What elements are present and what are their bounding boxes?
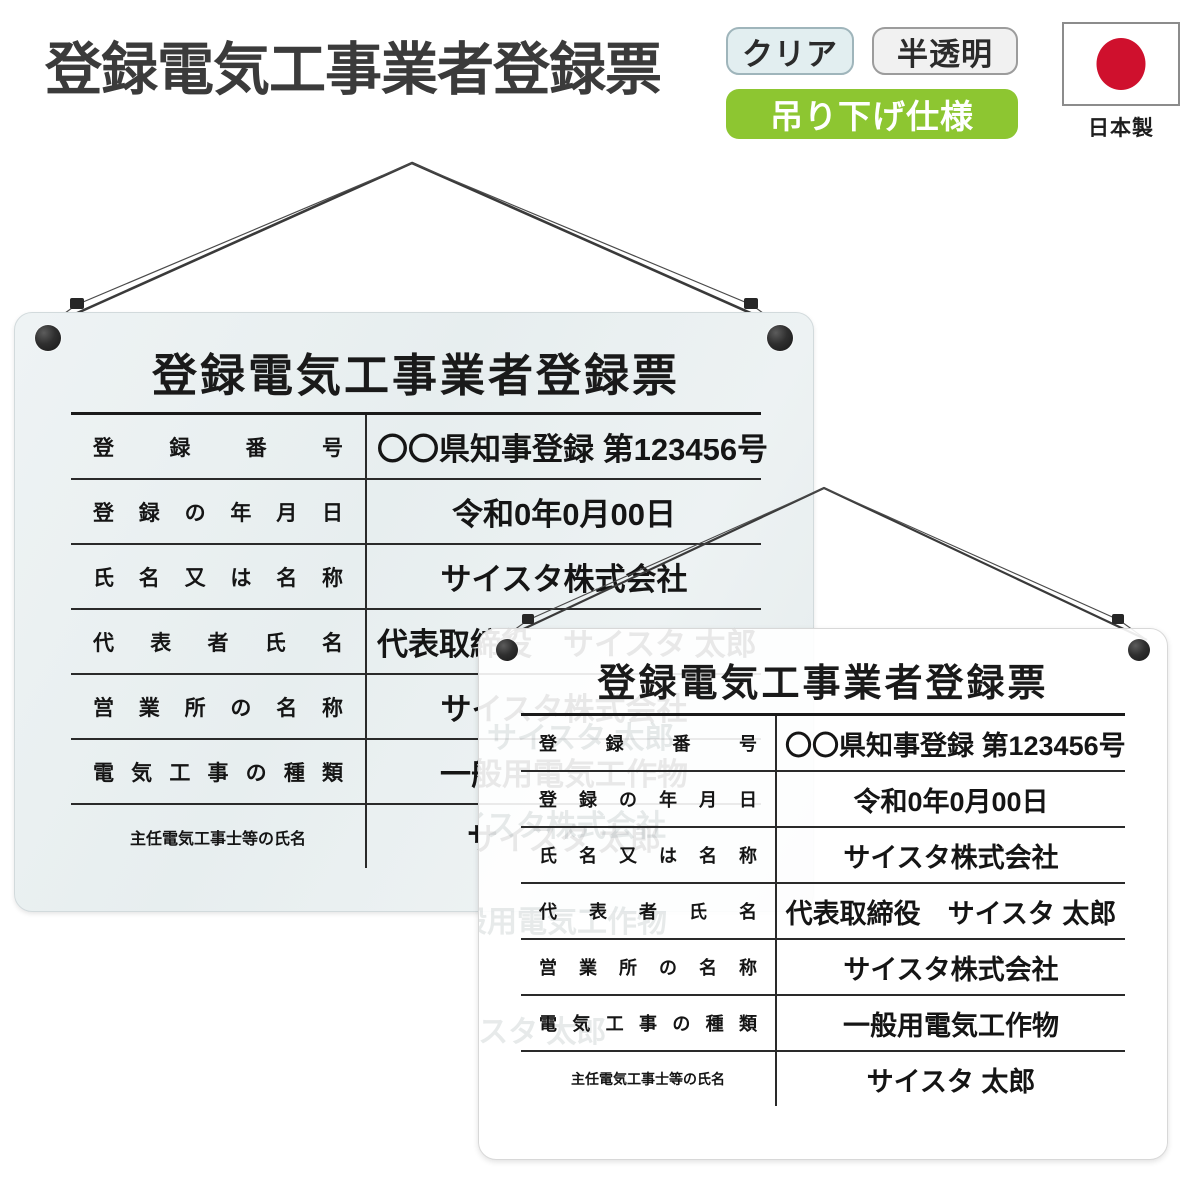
grommet-right-icon [767, 325, 793, 351]
made-in-japan-mark: 日本製 [1062, 22, 1180, 142]
row-value: 令和0年0月00日 [853, 786, 1049, 817]
grommet-right-icon [1128, 639, 1150, 661]
sign-table: 登録番号 〇〇県知事登録 第123456号 登録の年月日 令和0年0月00日 氏… [521, 713, 1126, 1106]
plate-translucent[interactable]: サイスタ 太郎 サイスタ株式会社 一般用電気工作物 サイスタ 太郎 登録電気工事… [478, 628, 1168, 1160]
row-label: 氏名又は名称 [521, 827, 777, 883]
table-row: 氏名又は名称 サイスタ株式会社 [521, 827, 1125, 883]
table-row: 代表者氏名 代表取締役 サイスタ 太郎 [521, 883, 1125, 939]
grommet-left-icon [496, 639, 518, 661]
table-row: 営業所の名称 サイスタ株式会社 [521, 939, 1125, 995]
row-label: 登録番号 [71, 413, 367, 479]
page-header: 登録電気工事業者登録票 クリア 半透明 吊り下げ仕様 日本製 [0, 0, 1200, 160]
grommet-left-icon [35, 325, 61, 351]
badge-clear: クリア [726, 27, 854, 75]
row-label: 代表者氏名 [521, 883, 777, 939]
row-label: 営業所の名称 [521, 939, 777, 995]
sign-title: 登録電気工事業者登録票 [151, 350, 680, 401]
badge-hanging-spec: 吊り下げ仕様 [726, 89, 1018, 139]
japan-flag-icon [1062, 22, 1180, 106]
row-value: サイスタ株式会社 [440, 562, 688, 597]
table-row: 主任電気工事士等の氏名 サイスタ 太郎 [521, 1051, 1125, 1106]
row-value: サイスタ株式会社 [843, 842, 1059, 873]
row-label: 主任電気工事士等の氏名 [71, 804, 367, 868]
sign-title: 登録電気工事業者登録票 [597, 663, 1049, 705]
made-in-japan-label: 日本製 [1088, 116, 1154, 140]
row-label: 代表者氏名 [71, 609, 367, 674]
row-label: 登録番号 [521, 714, 777, 771]
row-value: 令和0年0月00日 [452, 497, 676, 532]
badge-clear-label: クリア [742, 36, 838, 72]
row-label: 登録の年月日 [71, 479, 367, 544]
japan-flag-sun-icon [1096, 38, 1146, 90]
row-value: 代表取締役 サイスタ 太郎 [785, 898, 1117, 929]
table-row: 登録番号 〇〇県知事登録 第123456号 [521, 714, 1126, 771]
sign-content-front: 登録電気工事業者登録票 登録番号 〇〇県知事登録 第123456号 登録の年月日… [521, 663, 1126, 1106]
row-label: 登録の年月日 [521, 771, 777, 827]
table-row: 氏名又は名称 サイスタ株式会社 [71, 544, 761, 609]
row-value: 〇〇県知事登録 第123456号 [377, 432, 769, 467]
table-row: 登録の年月日 令和0年0月00日 [521, 771, 1125, 827]
table-row: 登録の年月日 令和0年0月00日 [71, 479, 761, 544]
badge-translucent: 半透明 [872, 27, 1018, 75]
row-value: サイスタ株式会社 [843, 954, 1059, 985]
badge-translucent-label: 半透明 [897, 36, 993, 72]
page-title: 登録電気工事業者登録票 [45, 39, 662, 102]
row-value: サイスタ 太郎 [866, 1066, 1036, 1097]
row-value: 一般用電気工作物 [843, 1010, 1059, 1041]
row-label: 電気工事の種類 [71, 739, 367, 804]
badge-hanging-spec-label: 吊り下げ仕様 [770, 98, 974, 135]
table-row: 電気工事の種類 一般用電気工作物 [521, 995, 1125, 1051]
table-row: 登録番号 〇〇県知事登録 第123456号 [71, 413, 769, 479]
row-label: 氏名又は名称 [71, 544, 367, 609]
row-label: 営業所の名称 [71, 674, 367, 739]
row-label: 主任電気工事士等の氏名 [521, 1051, 777, 1106]
row-value: 〇〇県知事登録 第123456号 [785, 730, 1126, 761]
row-label: 電気工事の種類 [521, 995, 777, 1051]
